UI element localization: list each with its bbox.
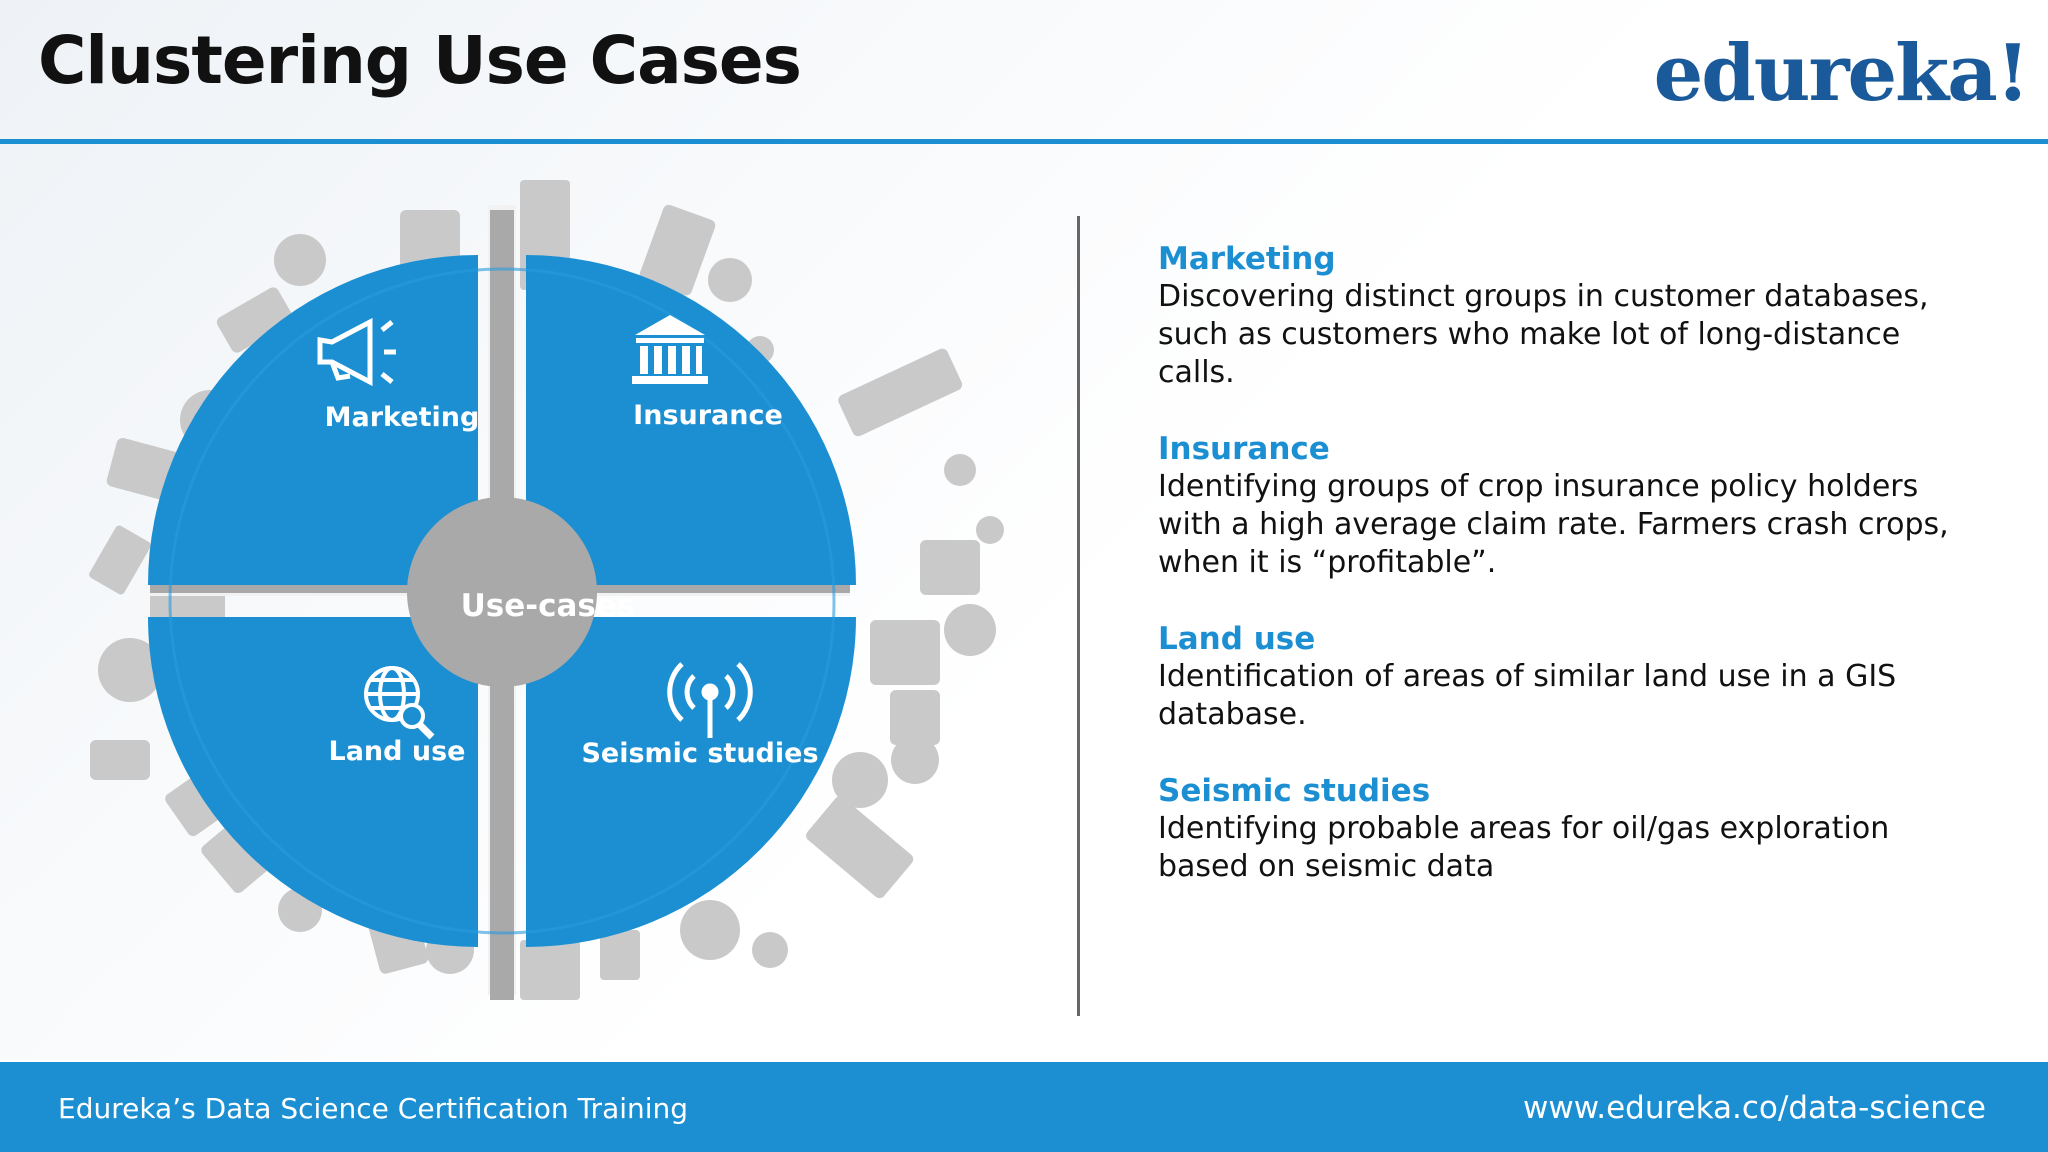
use-case-description: Discovering distinct groups in customer …	[1158, 279, 1929, 390]
use-case-item: Land use Identification of areas of simi…	[1158, 620, 2018, 734]
use-case-item: Insurance Identifying groups of crop ins…	[1158, 430, 2018, 582]
use-case-title: Seismic studies	[1158, 773, 1431, 809]
use-case-title: Insurance	[1158, 431, 1330, 467]
quadrant-label-seismic-studies: Seismic studies	[581, 738, 819, 769]
quadrant-marketing	[148, 255, 478, 585]
globe-search-icon	[364, 666, 435, 740]
use-case-list: Marketing Discovering distinct groups in…	[1158, 240, 2018, 924]
bank-icon	[632, 315, 708, 384]
quadrant-label-land-use: Land use	[328, 736, 466, 767]
use-case-description: Identifying groups of crop insurance pol…	[1158, 469, 1949, 580]
quadrant-label-insurance: Insurance	[633, 400, 783, 431]
footer-bar: Edureka’s Data Science Certification Tra…	[0, 1062, 2048, 1152]
antenna-icon	[667, 662, 753, 738]
use-case-title: Marketing	[1158, 241, 1336, 277]
megaphone-icon	[317, 317, 396, 387]
use-case-item: Marketing Discovering distinct groups in…	[1158, 240, 2018, 392]
use-case-description: Identification of areas of similar land …	[1158, 659, 1897, 732]
header-divider	[0, 139, 2048, 144]
quadrant-insurance	[526, 255, 856, 585]
use-case-title: Land use	[1158, 621, 1316, 657]
edureka-logo: edureka!	[1653, 28, 2030, 119]
hub-circle	[407, 497, 597, 687]
page-title: Clustering Use Cases	[38, 22, 802, 99]
quadrant-land-use	[148, 617, 478, 947]
quadrant-label-marketing: Marketing	[324, 402, 480, 433]
wheel-svg	[89, 180, 1004, 1000]
hub-label: Use-cases	[460, 588, 636, 624]
vertical-divider	[1077, 216, 1080, 1016]
footer-course-title: Edureka’s Data Science Certification Tra…	[58, 1092, 689, 1125]
use-cases-diagram: Marketing Insurance Land use Seismic stu…	[70, 170, 1050, 1030]
background-icons	[89, 180, 1004, 1000]
use-case-description: Identifying probable areas for oil/gas e…	[1158, 811, 1890, 884]
use-case-item: Seismic studies Identifying probable are…	[1158, 772, 2018, 886]
footer-url: www.edureka.co/data-science	[1523, 1090, 1986, 1126]
wheel-quadrants	[148, 255, 856, 947]
